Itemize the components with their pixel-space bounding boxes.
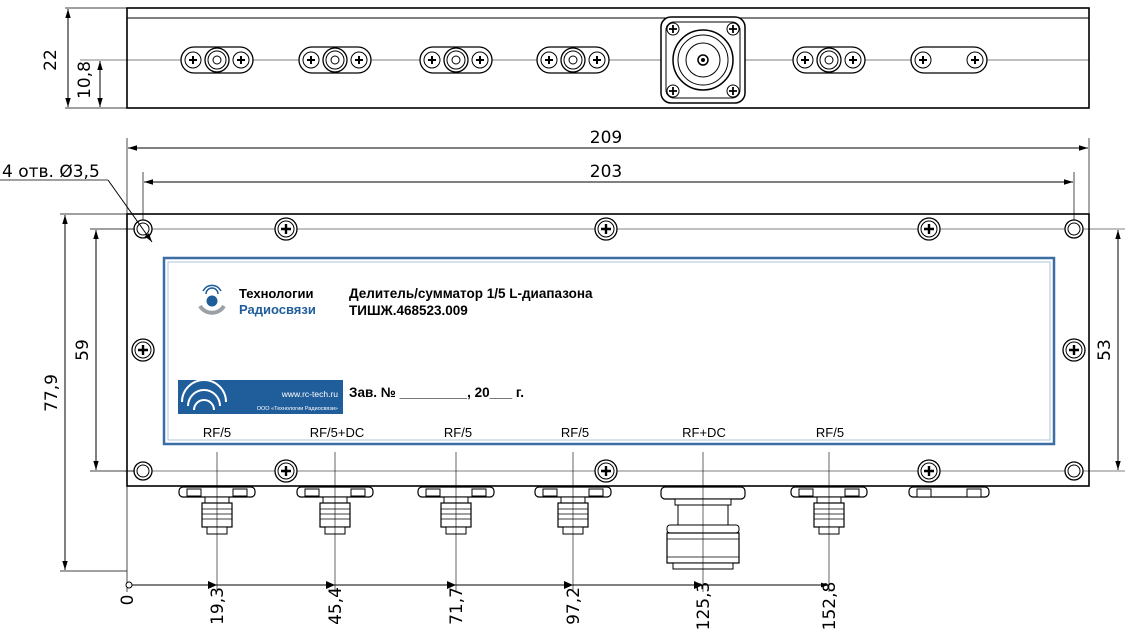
- company-name-line2: Радиосвязи: [239, 302, 316, 317]
- product-code: ТИШЖ.468523.009: [349, 303, 468, 318]
- dim-text-position: 45,4: [326, 587, 346, 625]
- company-full-name: ООО «Технологии Радиосвязи»: [257, 406, 338, 412]
- holes-note: 4 отв. Ø3,5: [2, 162, 100, 182]
- mounting-hole: [1064, 461, 1084, 481]
- sma-connector-top: [180, 46, 254, 74]
- screw: [916, 458, 942, 484]
- port-label: RF/5: [816, 425, 844, 440]
- dim-text-59: 59: [73, 339, 93, 361]
- dim-text-10-8: 10,8: [75, 61, 95, 99]
- sma-connector-top: [298, 46, 372, 74]
- port-label: RF/5: [444, 425, 472, 440]
- website-banner: www.rc-tech.ru ООО «Технологии Радиосвяз…: [178, 379, 343, 414]
- dim-text-position: 71,7: [447, 587, 467, 625]
- dim-text-zero: 0: [118, 595, 138, 606]
- port-label: RF+DC: [682, 425, 726, 440]
- sma-connector-top: [536, 46, 610, 74]
- front-view: Технологии Радиосвязи Делитель/сумматор …: [125, 213, 1125, 570]
- mounting-hole: [1064, 219, 1084, 239]
- top-view: 22 10,8: [41, 7, 1090, 109]
- screw: [273, 216, 299, 242]
- company-logo: [198, 284, 226, 315]
- dim-text-position: 19,3: [208, 587, 228, 625]
- screw: [130, 337, 156, 363]
- serial-number-field: Зав. № _________, 20___ г.: [349, 385, 524, 400]
- blank-plate-top: [910, 46, 988, 74]
- company-name-line1: Технологии: [239, 286, 313, 301]
- blank-plate-side: [908, 486, 990, 498]
- sma-connector-top: [792, 46, 866, 74]
- port-label: RF/5: [561, 425, 589, 440]
- dim-text-22: 22: [41, 49, 61, 71]
- n-connector-top: [660, 16, 746, 104]
- mounting-hole: [133, 461, 153, 481]
- dim-text-position: 152,8: [820, 582, 840, 631]
- dimensions: 209 203 4 отв. Ø3,5 77,9 59 53 0: [0, 128, 1121, 631]
- label-plate: Технологии Радиосвязи Делитель/сумматор …: [162, 256, 1056, 446]
- dim-text-77-9: 77,9: [42, 374, 62, 412]
- hole-leader: [107, 179, 153, 243]
- screw: [1061, 337, 1087, 363]
- product-title: Делитель/сумматор 1/5 L-диапазона: [349, 286, 593, 301]
- dim-text-position: 125,3: [694, 582, 714, 631]
- screw: [593, 458, 619, 484]
- website-url: www.rc-tech.ru: [281, 389, 338, 399]
- dim-text-position: 97,2: [564, 587, 584, 625]
- dim-text-203: 203: [590, 162, 622, 182]
- screw: [593, 216, 619, 242]
- port-label: RF/5+DC: [310, 425, 365, 440]
- sma-connector-top: [419, 46, 493, 74]
- dim-text-209: 209: [590, 128, 622, 148]
- screw: [273, 458, 299, 484]
- screw: [916, 216, 942, 242]
- dim-text-53: 53: [1095, 339, 1115, 361]
- port-label: RF/5: [203, 425, 231, 440]
